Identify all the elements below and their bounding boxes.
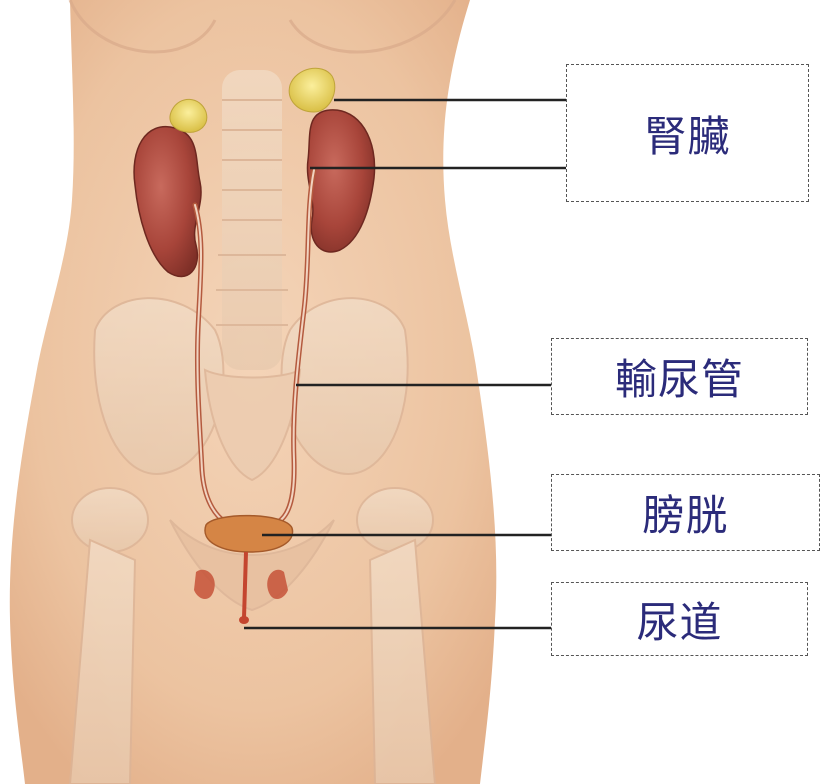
kidney-label-text: 腎臟 [644,103,730,164]
urethra-label: 尿道 [551,582,808,656]
ureter-label-text: 輸尿管 [615,346,744,407]
urethra [244,552,246,618]
bladder-label: 膀胱 [551,474,820,551]
left-adrenal-gland [170,99,207,132]
kidney-label: 腎臟 [566,64,809,202]
ureter-label: 輸尿管 [551,338,808,415]
bladder-label-text: 膀胱 [642,482,728,543]
spine [216,70,288,370]
urethra-label-text: 尿道 [636,589,722,650]
urethra-opening [239,616,249,624]
